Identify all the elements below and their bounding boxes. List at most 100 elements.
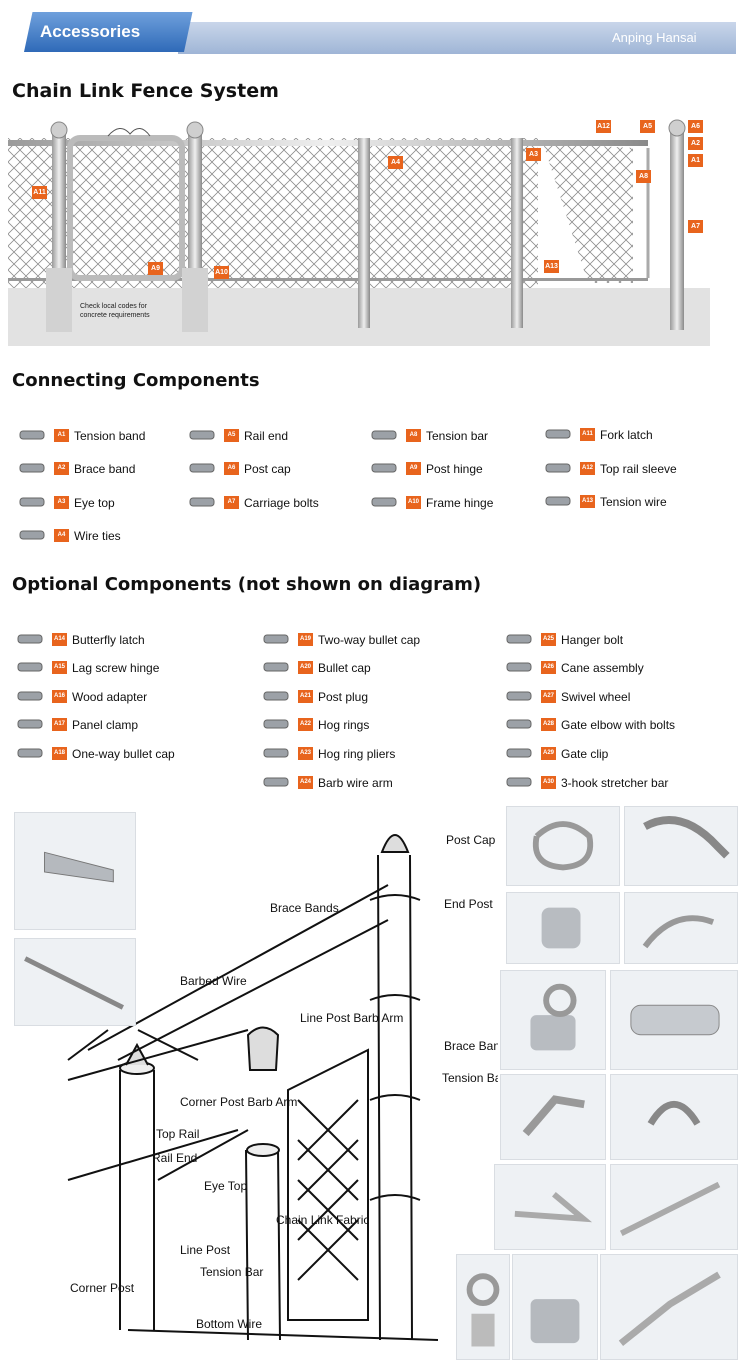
sketch-label-line-post: Line Post (180, 1243, 231, 1257)
component-icon (260, 742, 294, 764)
component-label: Panel clamp (72, 718, 139, 732)
component-code-badge: A27 (541, 690, 556, 703)
brand-name: Anping Hansai (612, 30, 697, 45)
component-icon (542, 457, 576, 479)
section-title-optional: Optional Components (not shown on diagra… (12, 574, 482, 595)
callout-a2: A2 (688, 137, 703, 150)
component-code-badge: A15 (52, 661, 67, 674)
callout-a6: A6 (688, 120, 703, 133)
component-icon (260, 771, 294, 793)
photo-barb-arm (494, 1164, 606, 1250)
component-icon (186, 491, 220, 513)
component-icon (16, 457, 50, 479)
component-icon (260, 628, 294, 650)
component-label: Wire ties (74, 529, 121, 543)
component-icon (542, 490, 576, 512)
sketch-label-top-rail: Top Rail (156, 1127, 199, 1141)
photo-hinge-plate (14, 812, 136, 930)
component-icon (260, 656, 294, 678)
component-label: Brace band (74, 462, 136, 476)
sketch-label-corner-post-barb-arm: Corner Post Barb Arm (180, 1095, 297, 1109)
component-icon (503, 685, 537, 707)
callout-a5: A5 (640, 120, 655, 133)
component-label: Bullet cap (318, 661, 371, 675)
component-code-badge: A29 (541, 747, 556, 760)
component-label: Gate clip (561, 747, 609, 761)
sketch-label-rail-end: Rail End (152, 1151, 197, 1165)
component-icon (14, 628, 48, 650)
component-label: Tension wire (600, 495, 667, 509)
header-bar (178, 22, 736, 54)
sketch-label-eye-top: Eye Top (204, 1179, 247, 1193)
sketch-label-barbed-wire: Barbed Wire (180, 974, 247, 988)
component-icon (186, 424, 220, 446)
component-label: Hog ring pliers (318, 747, 396, 761)
component-label: Butterfly latch (72, 633, 145, 647)
component-code-badge: A26 (541, 661, 556, 674)
callout-a4: A4 (388, 156, 403, 169)
component-label: Post cap (244, 462, 291, 476)
component-code-badge: A28 (541, 718, 556, 731)
component-code-badge: A24 (298, 776, 313, 789)
component-code-badge: A1 (54, 429, 69, 442)
callout-a11: A11 (32, 186, 47, 199)
component-code-badge: A17 (52, 718, 67, 731)
photo-gate-elbow (600, 1254, 738, 1360)
photo-eye-top (500, 970, 606, 1070)
callout-a12: A12 (596, 120, 611, 133)
component-code-badge: A14 (52, 633, 67, 646)
component-label: Post plug (318, 690, 369, 704)
sketch-label-tension-band: Tension Band (442, 1071, 498, 1085)
header-title: Accessories (40, 22, 141, 41)
photo-rail-end (506, 892, 620, 964)
photo-frame-hinge (610, 1074, 738, 1160)
photo-eye-bolt (456, 1254, 510, 1360)
sketch-label-tension-bar: Tension Bar (200, 1265, 263, 1279)
component-code-badge: A22 (298, 718, 313, 731)
component-code-badge: A16 (52, 690, 67, 703)
component-label: Swivel wheel (561, 690, 631, 704)
component-label: Hog rings (318, 718, 370, 732)
component-icon (503, 713, 537, 735)
component-code-badge: A7 (224, 496, 239, 509)
component-label: Carriage bolts (244, 496, 319, 510)
component-icon (16, 424, 50, 446)
sketch-label-brace-band: Brace Band (444, 1039, 498, 1053)
component-label: Hanger bolt (561, 633, 624, 647)
photo-fork-latch (624, 892, 738, 964)
component-icon (16, 491, 50, 513)
component-label: Rail end (244, 429, 289, 443)
component-icon (503, 628, 537, 650)
callout-a9: A9 (148, 262, 163, 275)
component-label: One-way bullet cap (72, 747, 175, 761)
component-code-badge: A23 (298, 747, 313, 760)
component-icon (186, 457, 220, 479)
component-icon (368, 424, 402, 446)
concrete-note: Check local codes for concrete requireme… (80, 303, 150, 319)
component-code-badge: A9 (406, 462, 421, 475)
component-label: 3-hook stretcher bar (561, 776, 669, 790)
callout-a10: A10 (214, 266, 229, 279)
component-code-badge: A25 (541, 633, 556, 646)
photo-corner-arm (610, 1164, 738, 1250)
component-icon (260, 685, 294, 707)
component-code-badge: A3 (54, 496, 69, 509)
component-code-badge: A10 (406, 496, 421, 509)
component-code-badge: A4 (54, 529, 69, 542)
callout-a7: A7 (688, 220, 703, 233)
component-icon (14, 685, 48, 707)
photo-rail-sleeve (610, 970, 738, 1070)
component-code-badge: A19 (298, 633, 313, 646)
component-icon (368, 457, 402, 479)
component-icon (14, 713, 48, 735)
component-icon (14, 742, 48, 764)
component-label: Eye top (74, 496, 115, 510)
callout-a1: A1 (688, 154, 703, 167)
component-label: Tension band (74, 429, 146, 443)
component-label: Fork latch (600, 428, 653, 442)
callout-a8: A8 (636, 170, 651, 183)
sketch-label-post-cap: Post Cap (446, 833, 496, 847)
component-code-badge: A8 (406, 429, 421, 442)
component-icon (542, 423, 576, 445)
component-label: Two-way bullet cap (318, 633, 421, 647)
